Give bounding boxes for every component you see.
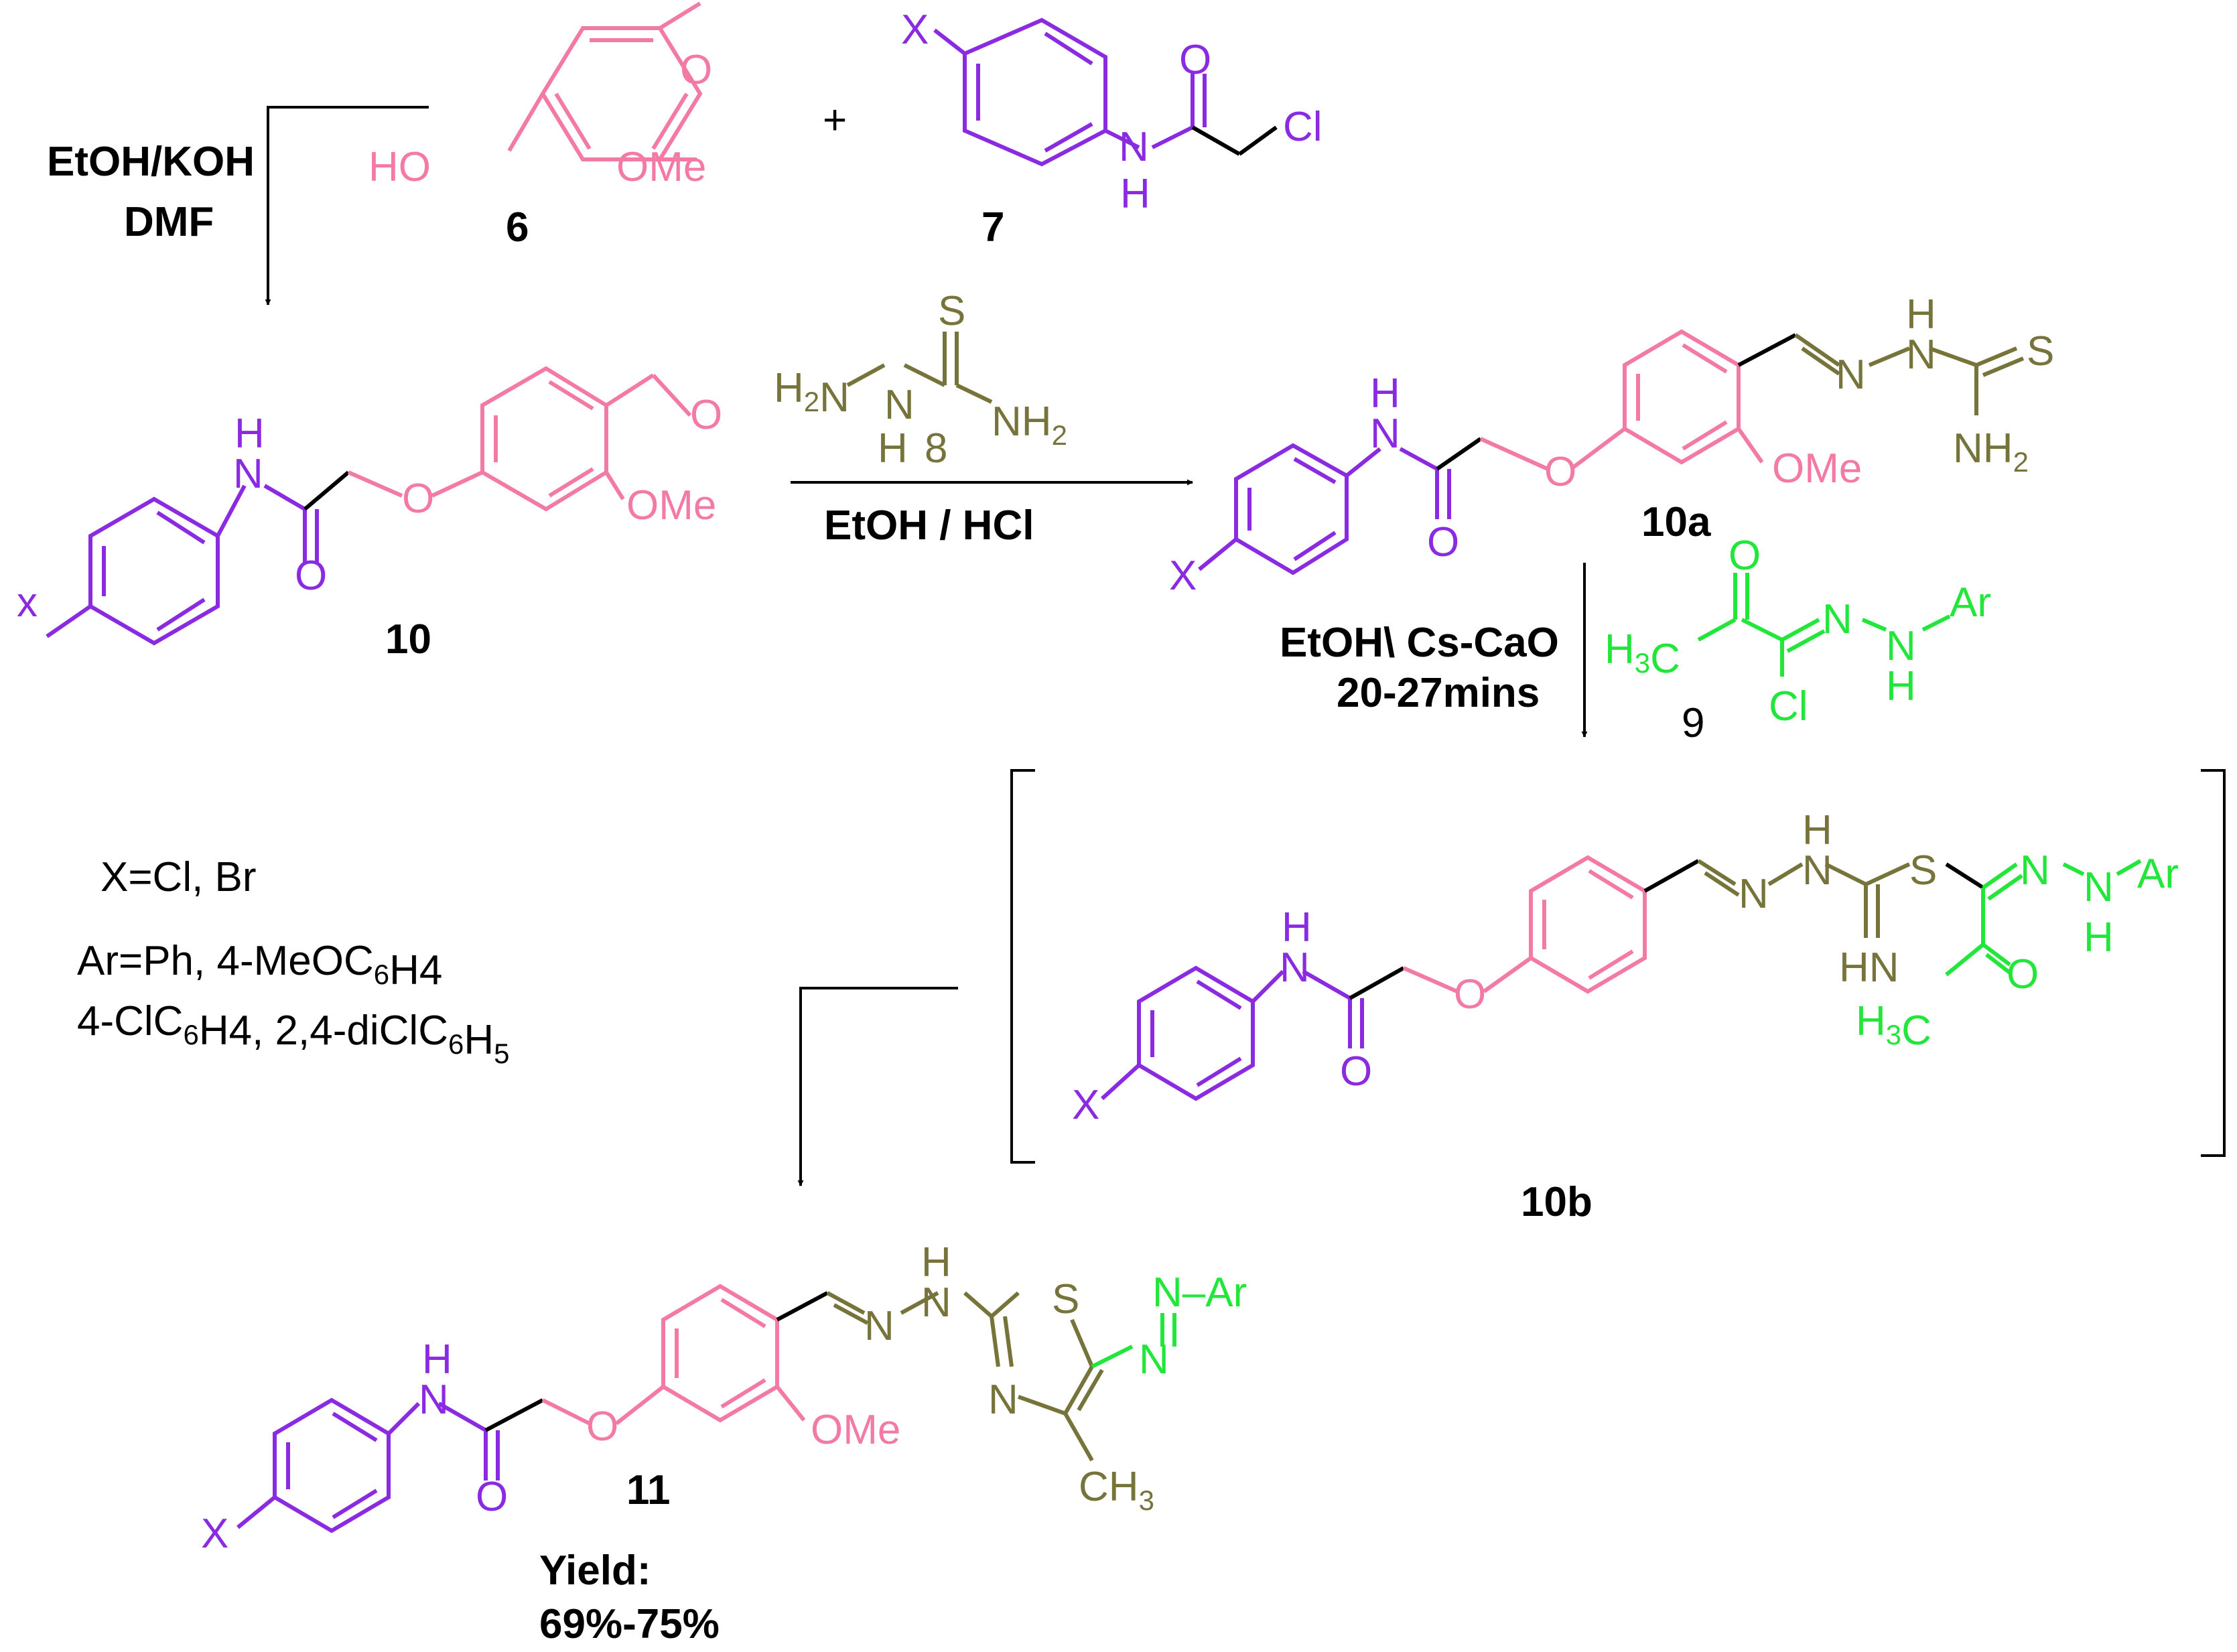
atom-N: N	[2020, 847, 2050, 894]
atom-N: N	[864, 1303, 894, 1349]
atom-N: N	[1886, 623, 1916, 669]
substituent-ar-line2: 4-ClC6H4, 2,4-diClC6H5	[77, 998, 509, 1069]
atom-N: N	[921, 1280, 951, 1326]
compound-9-number: 9	[1682, 700, 1704, 746]
atom-OMe: OMe	[811, 1407, 900, 1453]
atom-N: N	[1906, 332, 1936, 378]
compound-6-number: 6	[506, 204, 529, 251]
atom-O: O	[402, 476, 434, 522]
atom-H: H	[878, 425, 908, 472]
atom-O: O	[586, 1403, 618, 1450]
atom-N: N	[233, 451, 263, 497]
atom-O: O	[295, 553, 327, 599]
compound-10a-number: 10a	[1641, 499, 1711, 545]
atom-S: S	[1909, 847, 1937, 894]
compound-7-number: 7	[981, 204, 1004, 251]
condition-step1-line2: DMF	[124, 199, 214, 245]
compound-10a	[1198, 329, 2025, 575]
yield-value: 69%-75%	[539, 1601, 720, 1647]
atom-O: O	[680, 47, 712, 93]
compound-10-number: 10	[385, 616, 431, 663]
intermediate-bracket	[1010, 769, 2226, 1164]
atom-H: H	[422, 1336, 452, 1383]
atom-H: H	[1802, 807, 1832, 853]
atom-H2N: H2N	[774, 365, 850, 421]
atom-OMe: OMe	[1772, 445, 1862, 492]
atom-O: O	[476, 1474, 508, 1520]
atom-O: O	[1728, 533, 1761, 579]
atom-O: O	[1427, 519, 1459, 565]
atom-Ar: Ar	[1950, 579, 1991, 626]
atom-O: O	[1454, 971, 1486, 1018]
compound-10b	[1100, 855, 2142, 1101]
atom-X: X	[901, 7, 929, 53]
atom-N: N	[1119, 124, 1149, 170]
atom-H: H	[2084, 914, 2114, 961]
compound-11-number: 11	[626, 1467, 671, 1513]
atom-H3C: H3C	[1856, 998, 1931, 1054]
atom-Cl: Cl	[1769, 683, 1808, 730]
atom-N: N	[1822, 596, 1852, 642]
atom-O: O	[2007, 951, 2039, 997]
atom-NH2: NH2	[1953, 425, 2029, 478]
atom-OMe: OMe	[616, 144, 706, 190]
atom-X: X	[1072, 1082, 1099, 1128]
atom-N: N	[884, 382, 914, 428]
plus-sign: +	[823, 97, 847, 143]
atom-H: H	[1370, 370, 1400, 417]
atom-O: O	[1179, 37, 1211, 83]
substituent-ar-line1: Ar=Ph, 4-MeOC6H4	[77, 938, 442, 993]
compound-8-number: 8	[925, 425, 947, 472]
atom-N: N	[988, 1377, 1018, 1423]
atom-N: N	[1739, 871, 1769, 917]
compound-7	[933, 17, 1207, 167]
atom-H: H	[234, 411, 265, 457]
atom-HN: HN	[1839, 945, 1899, 991]
atom-H: H	[1906, 291, 1936, 338]
atom-N: N	[419, 1377, 449, 1423]
condition-step1-line1: EtOH/KOH	[47, 139, 255, 185]
condition-step3-line2: 20-27mins	[1337, 670, 1540, 716]
atom-N-Ar: N–Ar	[1152, 1269, 1247, 1316]
atom-O: O	[1340, 1048, 1372, 1095]
atom-N: N	[1802, 847, 1832, 894]
atom-H: H	[921, 1239, 951, 1286]
condition-step2: EtOH / HCl	[824, 502, 1034, 549]
reagent-9	[1697, 573, 1951, 677]
atom-H3C: H3C	[1605, 626, 1680, 682]
atom-O: O	[690, 392, 722, 438]
atom-O: O	[1544, 449, 1576, 495]
atom-CH3: CH3	[1079, 1464, 1154, 1516]
atom-H: H	[1886, 663, 1916, 709]
reagent-8	[846, 332, 993, 404]
substituent-x: X=Cl, Br	[100, 854, 257, 900]
atom-NH2: NH2	[992, 399, 1067, 451]
compound-11	[236, 1284, 1176, 1533]
atom-X: X	[201, 1511, 228, 1557]
atom-Cl: Cl	[1283, 104, 1323, 150]
reaction-arrow-step4	[797, 987, 958, 1186]
atom-H: H	[1120, 171, 1150, 217]
atom-S: S	[938, 288, 965, 334]
compound-10b-number: 10b	[1521, 1179, 1592, 1225]
atom-N: N	[1370, 411, 1400, 457]
atom-N: N	[1139, 1336, 1169, 1383]
atom-X: X	[1169, 553, 1197, 599]
compound-10	[46, 366, 692, 646]
condition-step3-line1: EtOH\ Cs-CaO	[1280, 620, 1559, 666]
yield-label: Yield:	[539, 1547, 651, 1594]
atom-N: N	[1836, 352, 1866, 398]
atom-H: H	[1282, 904, 1312, 951]
atom-OMe: OMe	[626, 482, 716, 529]
atom-Ar: Ar	[2137, 851, 2179, 897]
atom-x: x	[17, 579, 38, 626]
atom-N: N	[2084, 864, 2114, 910]
atom-N: N	[1280, 945, 1310, 991]
atom-HO: HO	[368, 144, 431, 190]
atom-S: S	[2027, 328, 2054, 374]
reaction-arrow-step1	[265, 106, 429, 305]
compound-6	[507, 1, 703, 161]
atom-S: S	[1052, 1276, 1079, 1322]
